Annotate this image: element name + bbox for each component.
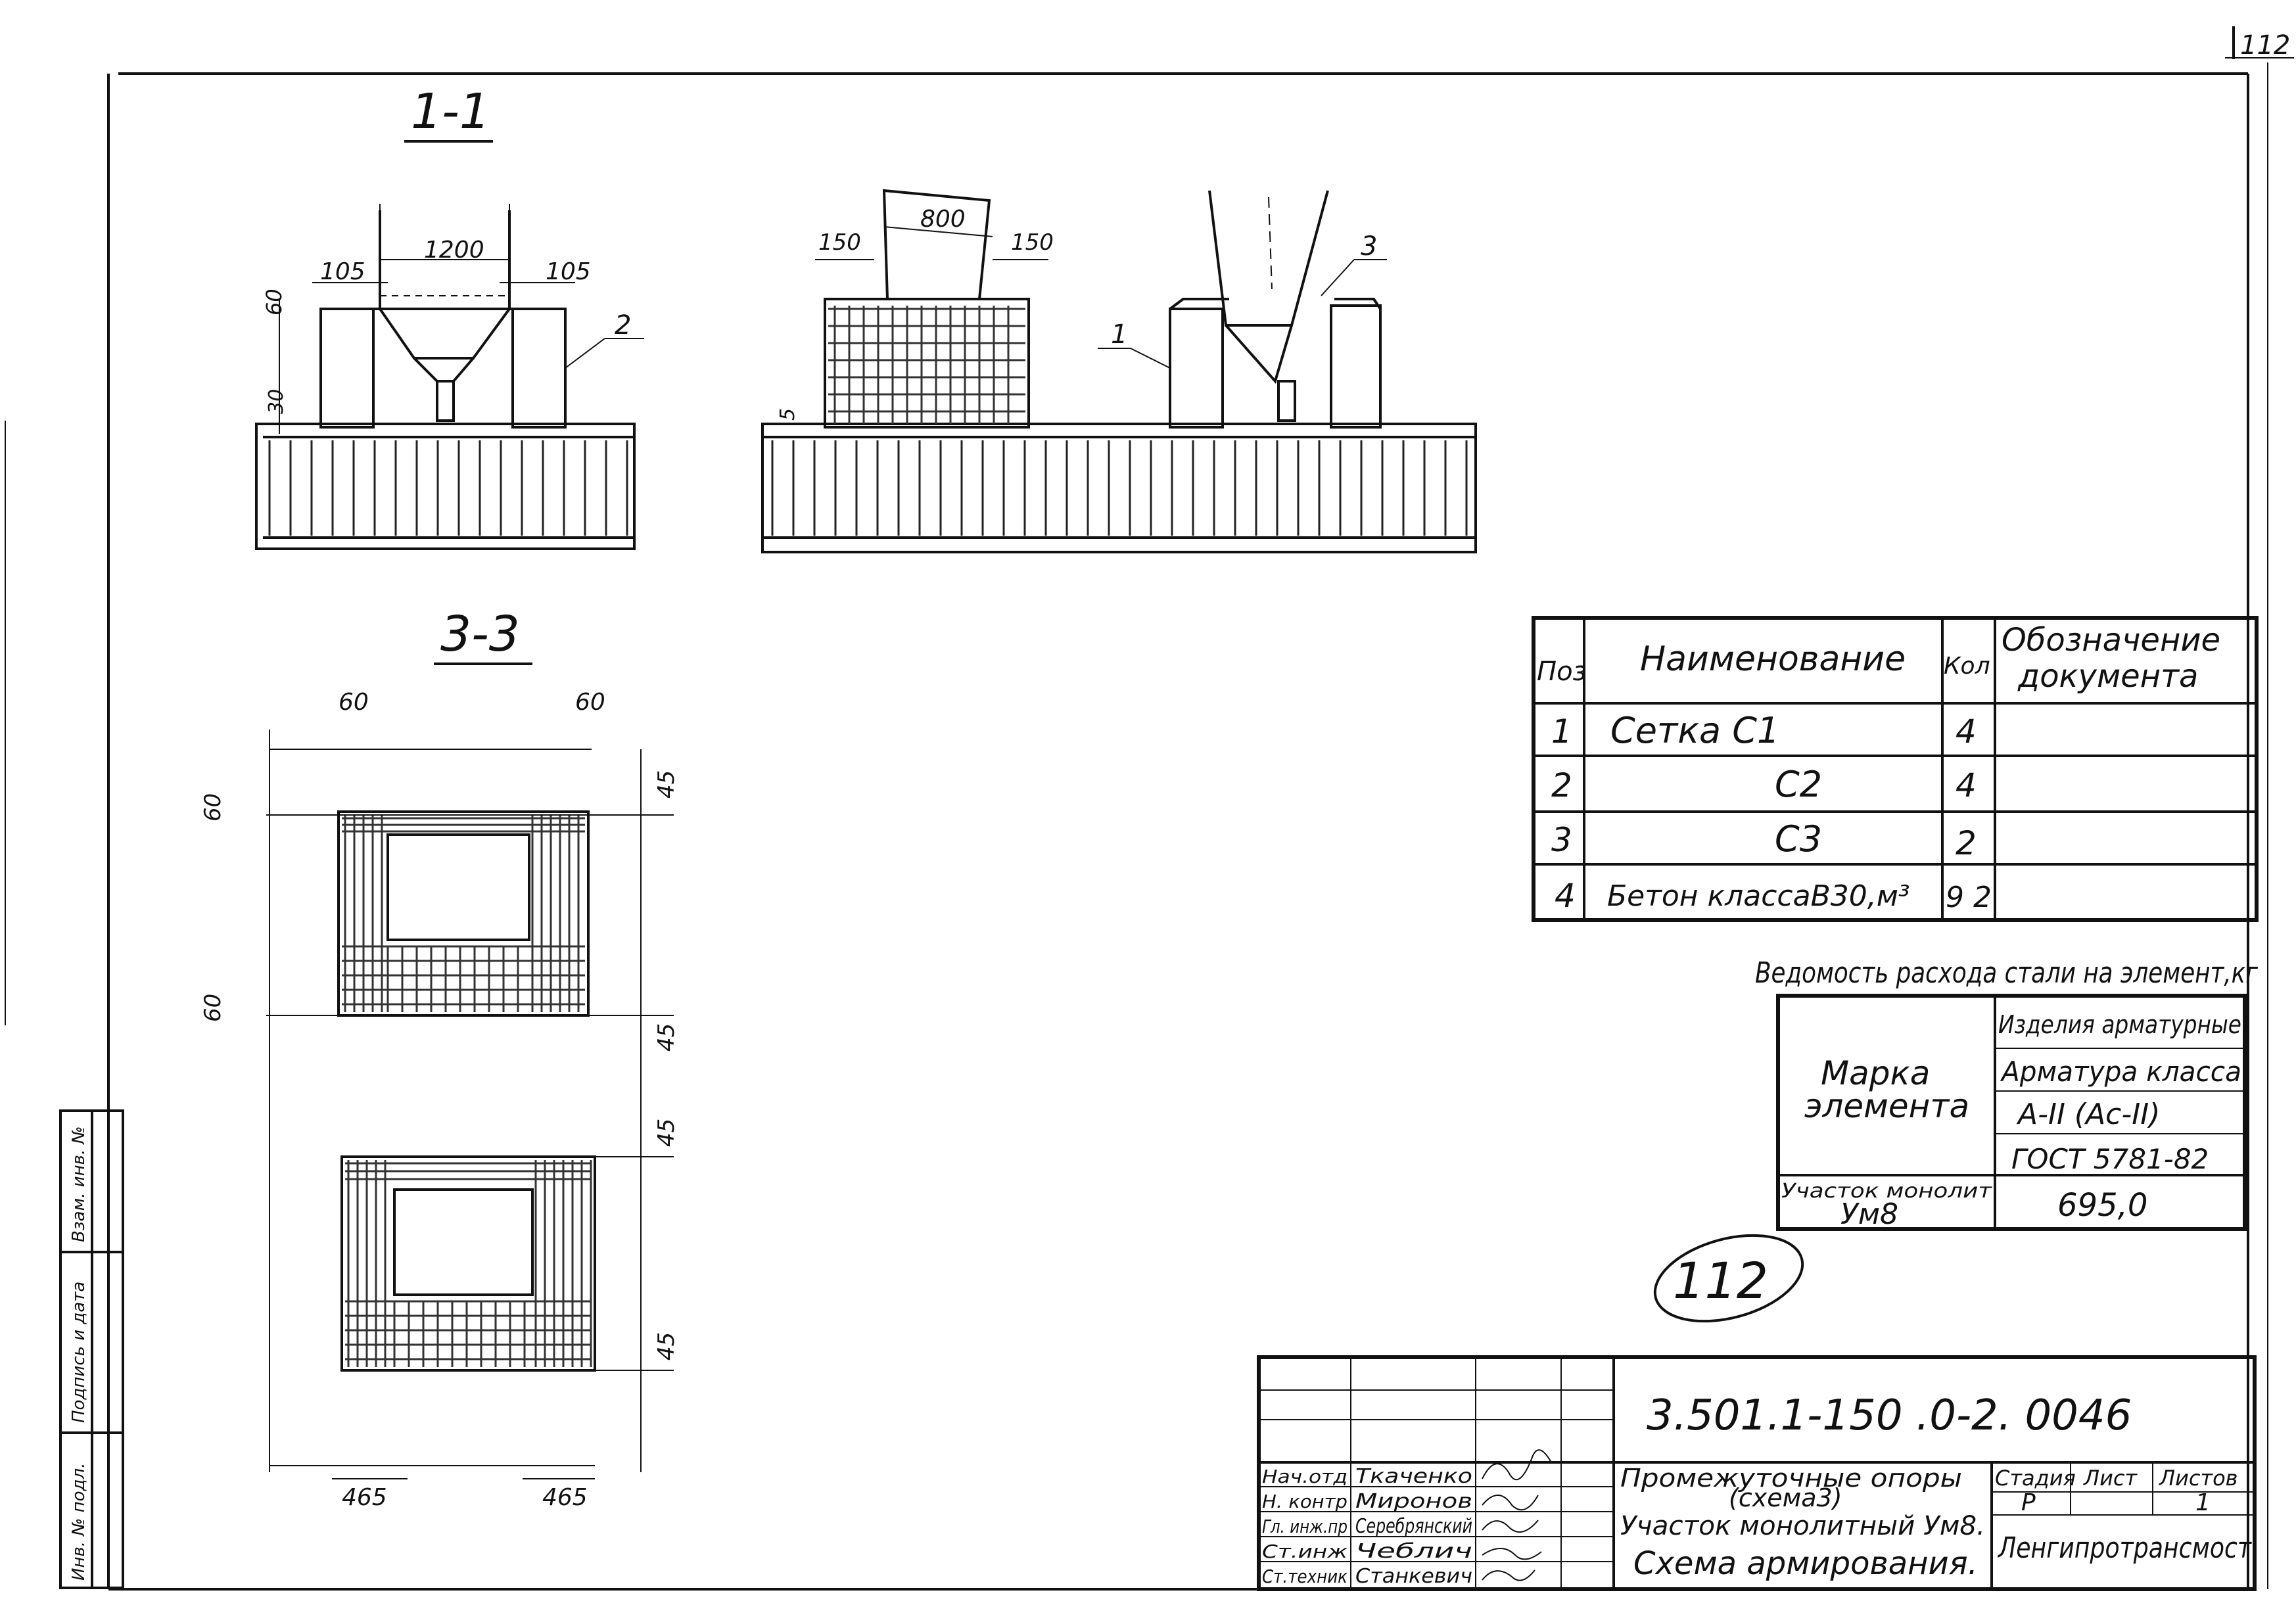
title-desc-4: Схема армирования. — [1633, 1545, 1978, 1582]
title-desc-2: (схема3) — [1729, 1483, 1842, 1512]
person-name-4: Чеблич — [1355, 1540, 1472, 1563]
dim-30: 30 — [265, 389, 288, 414]
dim-800: 800 — [920, 206, 966, 233]
person-name-1: Ткаченко — [1355, 1465, 1472, 1488]
dim-1200: 1200 — [424, 237, 484, 264]
title-block — [1257, 1355, 2257, 1591]
steel-table — [1776, 994, 2247, 1231]
sheets-value: 1 — [2195, 1489, 2211, 1516]
person-role-5: Ст.техник — [1262, 1566, 1347, 1587]
spec-row-2-qty: 4 — [1956, 766, 1977, 804]
steel-header-1: Изделия арматурные — [1998, 1010, 2241, 1039]
spec-row-2-pos: 2 — [1551, 766, 1572, 804]
spec-header-doc-2: документа — [2017, 658, 2198, 695]
steel-title: Ведомость расхода стали на элемент,кг — [1755, 956, 2259, 990]
dim-465-right: 465 — [542, 1484, 588, 1511]
dim-105-left: 105 — [320, 258, 365, 285]
person-role-2: Н. контр — [1262, 1491, 1347, 1512]
dim-150-right: 150 — [1011, 229, 1054, 256]
steel-mark-2: элемента — [1804, 1087, 1969, 1125]
dim-5: 5 — [776, 408, 799, 421]
spec-header-pos: Поз — [1537, 657, 1587, 687]
title-desc-1: Промежуточные опоры — [1620, 1464, 1962, 1493]
side-stamp: Инв. № подл. Подпись и дата Взам. инв. № — [59, 1109, 124, 1589]
steel-header-4: ГОСТ 5781-82 — [2011, 1143, 2209, 1175]
dim-60-left-1: 60 — [200, 793, 226, 822]
dim-150-left: 150 — [818, 229, 861, 256]
steel-header-2: Арматура класса — [2000, 1056, 2241, 1088]
spec-header-doc-1: Обозначение — [2002, 622, 2220, 659]
spec-row-4-pos: 4 — [1555, 877, 1576, 915]
spec-table — [1532, 616, 2259, 922]
side-stamp-sign: Подпись и дата — [69, 1282, 89, 1423]
section-label-3-3: 3-3 — [440, 606, 520, 662]
person-role-1: Нач.отд — [1262, 1466, 1347, 1487]
steel-element-2: Ум8 — [1840, 1197, 1898, 1231]
steel-element-1: Участок монолит — [1781, 1180, 1993, 1203]
dim-45-right-1: 45 — [653, 770, 680, 799]
callout-2: 2 — [615, 310, 631, 340]
person-name-2: Миронов — [1355, 1490, 1472, 1513]
side-stamp-replace: Взам. инв. № — [69, 1126, 89, 1242]
spec-row-3-pos: 3 — [1551, 821, 1572, 859]
section-label-1-1: 1-1 — [411, 83, 490, 140]
dim-45-right-4: 45 — [653, 1332, 680, 1360]
spec-header-qty: Кол — [1944, 653, 1990, 680]
spec-header-name: Наименование — [1640, 639, 1906, 679]
dim-60-vertical: 60 — [262, 289, 287, 315]
callout-3: 3 — [1361, 231, 1377, 262]
dim-105-right: 105 — [546, 258, 591, 285]
sheet-stamp-number: 112 — [1673, 1251, 1768, 1310]
dim-60-top-left: 60 — [339, 689, 369, 716]
dim-45-right-2: 45 — [653, 1023, 680, 1052]
elevation-view: 800 150 150 5 1 3 — [761, 189, 1477, 553]
person-role-3: Гл. инж.пр — [1262, 1516, 1347, 1537]
section-3-3: 60 60 60 60 45 45 45 45 465 465 — [200, 689, 680, 1511]
sheets-header: Листов — [2159, 1466, 2238, 1491]
organization: Ленгипротрансмост — [1997, 1531, 2252, 1565]
steel-header-3: А-II (Ас-II) — [2016, 1098, 2160, 1131]
title-desc-3: Участок монолитный Ум8. — [1620, 1511, 1985, 1541]
sheet-header: Лист — [2083, 1466, 2138, 1491]
dim-60-top-right: 60 — [575, 689, 605, 716]
stage-header: Стадия — [1995, 1466, 2076, 1491]
steel-value: 695,0 — [2057, 1187, 2147, 1224]
person-name-5: Станкевич — [1355, 1565, 1472, 1588]
dim-60-left-2: 60 — [200, 994, 226, 1022]
spec-row-1-name: Сетка С1 — [1610, 710, 1779, 751]
spec-row-3-qty: 2 — [1956, 824, 1977, 862]
section-1-1: 1200 105 105 60 30 2 — [255, 204, 644, 550]
spec-row-2-name: С2 — [1775, 764, 1822, 805]
callout-1: 1 — [1111, 319, 1127, 350]
spec-row-4-name: Бетон классаВ30,м³ — [1607, 879, 1910, 913]
dim-465-left: 465 — [342, 1484, 387, 1511]
person-name-3: Серебрянский — [1355, 1515, 1472, 1538]
stage-value: Р — [2021, 1489, 2036, 1516]
spec-row-1-pos: 1 — [1551, 712, 1572, 751]
dim-45-right-3: 45 — [653, 1119, 680, 1147]
spec-row-1-qty: 4 — [1956, 712, 1977, 751]
person-role-4: Ст.инж — [1262, 1541, 1347, 1562]
steel-mark-1: Марка — [1821, 1054, 1930, 1092]
spec-row-4-qty: 9 2 — [1946, 881, 1992, 914]
sheet-frame — [5, 26, 2294, 1591]
sheet-stamp-oval — [1653, 1234, 1804, 1323]
spec-row-3-name: С3 — [1775, 818, 1822, 860]
side-stamp-inv: Инв. № подл. — [69, 1463, 89, 1581]
signatures — [1482, 1449, 1552, 1581]
sheet-number: 112 — [2240, 30, 2290, 60]
document-code: 3.501.1-150 .0-2. 0046 — [1647, 1391, 2132, 1440]
